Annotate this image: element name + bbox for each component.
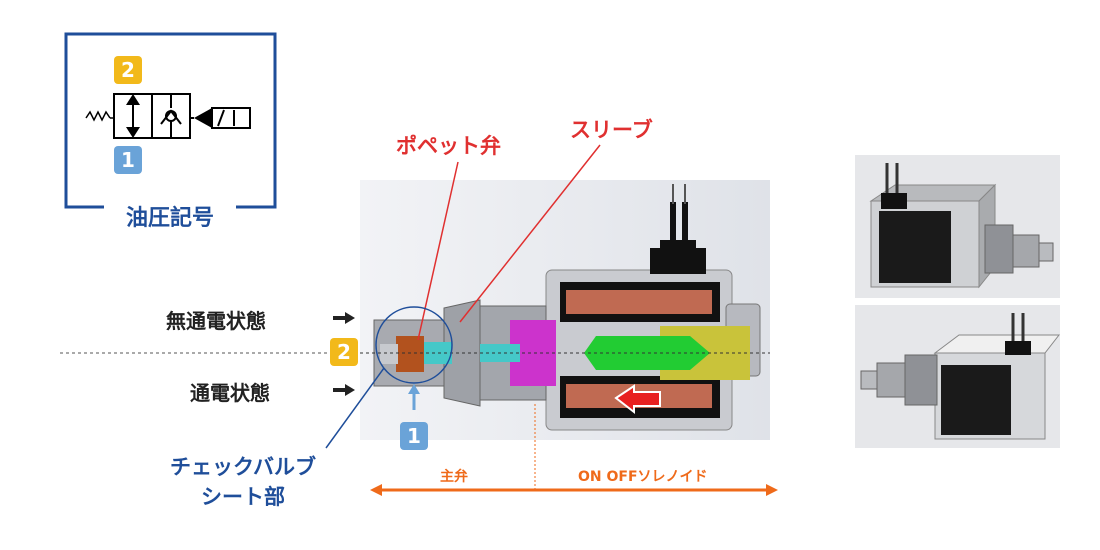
center-axis-line <box>60 352 360 354</box>
solenoid-valve-photo-bottom <box>855 305 1060 448</box>
check-valve-label-line1: チェックバルブ <box>170 455 316 479</box>
energized-state-label: 通電状態 <box>190 381 270 405</box>
port-1-badge: 1 <box>400 422 428 450</box>
valve-symbol-icon <box>85 93 251 139</box>
check-valve-seat-label: チェックバルブ シート部 <box>148 452 338 512</box>
valve-cross-section-image <box>360 180 770 440</box>
symbol-port-2-badge: 2 <box>114 56 142 84</box>
symbol-port-1-badge: 1 <box>114 146 142 174</box>
poppet-valve-label: ポペット弁 <box>396 134 501 158</box>
solenoid-valve-photo-top <box>855 155 1060 298</box>
hydraulic-symbol-caption: 油圧記号 <box>106 200 234 232</box>
main-valve-label: 主弁 <box>440 469 468 485</box>
de-energized-state-label: 無通電状態 <box>166 309 266 333</box>
solenoid-label: ON OFFソレノイド <box>578 469 708 485</box>
hydraulic-symbol-frame <box>64 32 277 209</box>
check-valve-label-line2: シート部 <box>201 485 285 509</box>
port-2-badge: 2 <box>330 338 358 366</box>
sleeve-label: スリーブ <box>570 118 653 142</box>
